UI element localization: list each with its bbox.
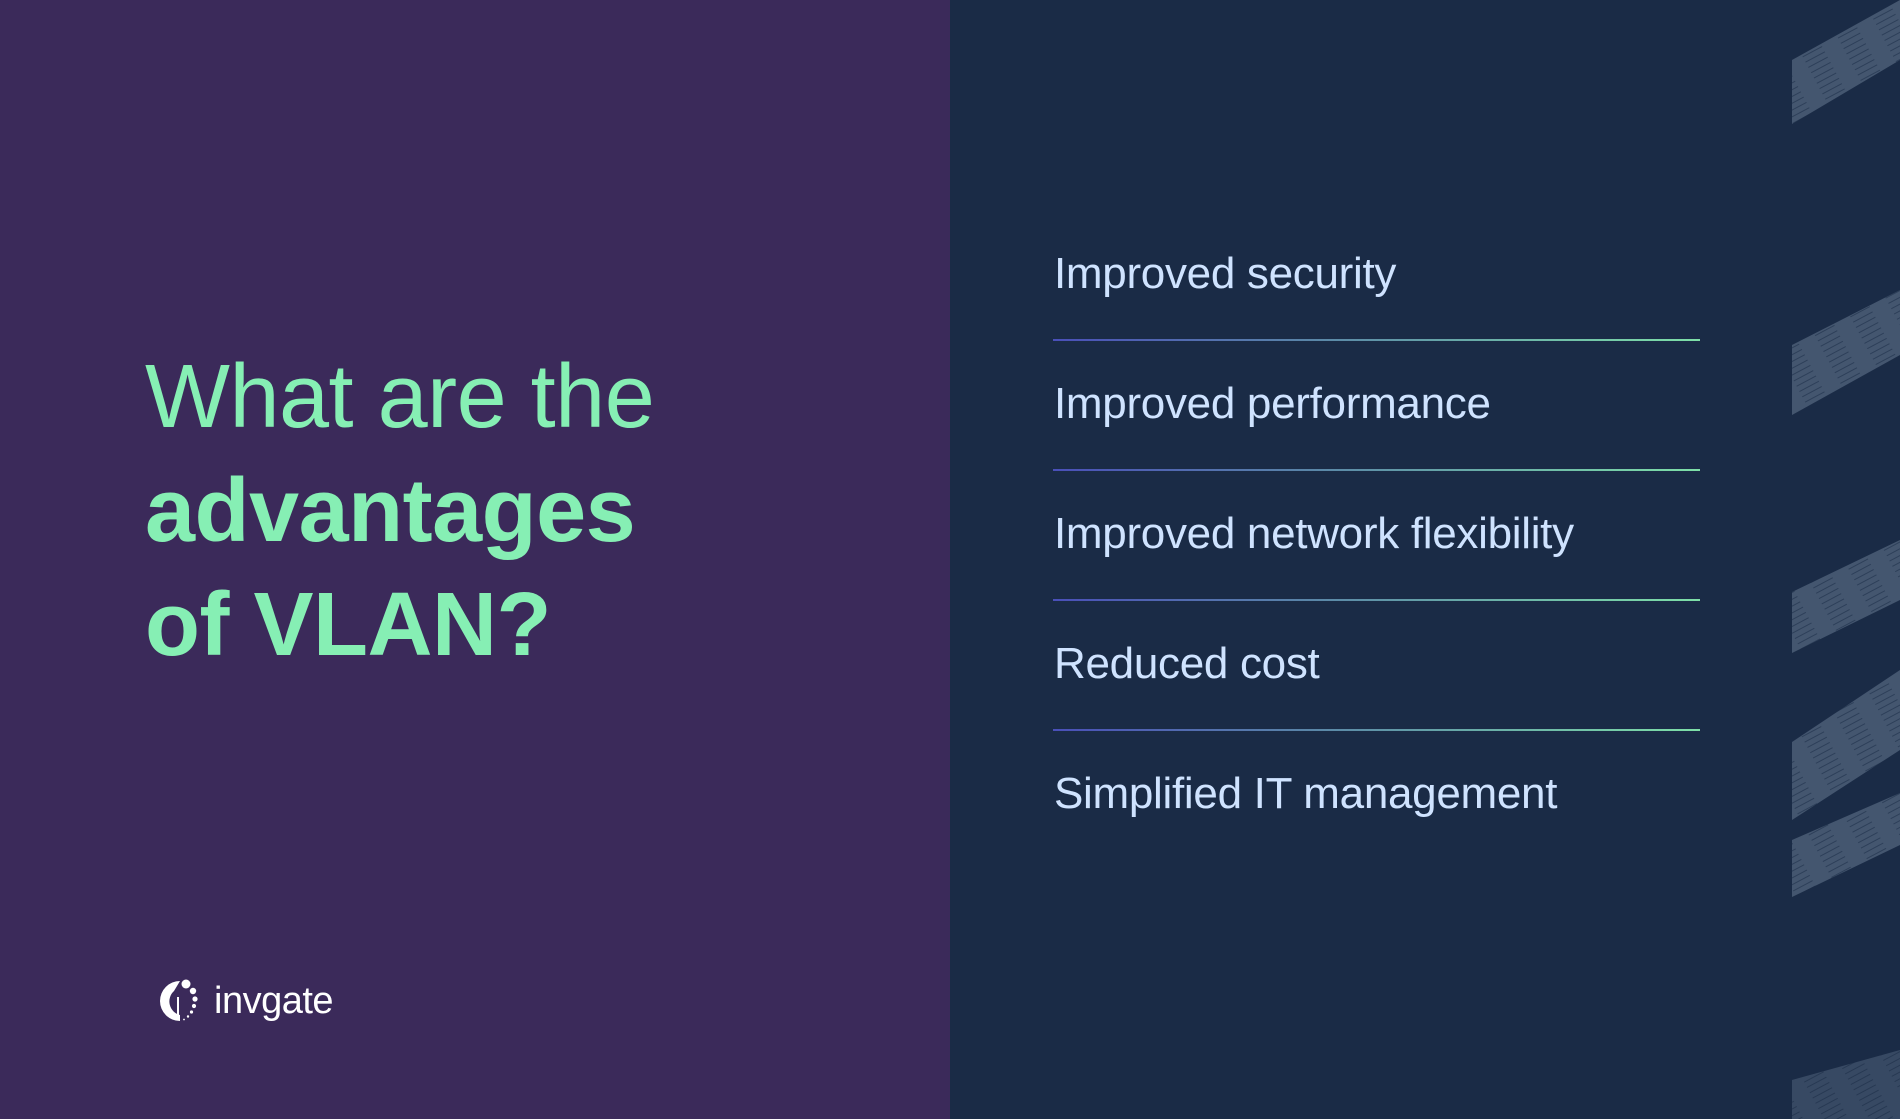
brush-strokes-icon [1792, 0, 1900, 1119]
advantage-label: Improved security [1054, 249, 1397, 298]
advantage-label: Simplified IT management [1054, 769, 1558, 818]
list-item: Reduced cost [1053, 600, 1700, 731]
brand-name: invgate [214, 980, 334, 1022]
title-line-2: advantages [145, 461, 636, 561]
brand-logo: invgate [160, 978, 334, 1024]
page-title: What are the advantages of VLAN? [145, 340, 655, 682]
advantages-list: Improved security Improved performance I… [1053, 210, 1700, 860]
divider [1053, 599, 1700, 601]
title-line-3: of VLAN? [145, 575, 551, 675]
divider [1053, 339, 1700, 341]
title-line-1: What are the [145, 347, 655, 447]
advantage-label: Improved network flexibility [1054, 509, 1574, 558]
list-item: Improved performance [1053, 340, 1700, 471]
list-item: Simplified IT management [1053, 730, 1700, 860]
divider [1053, 729, 1700, 731]
right-panel [950, 0, 1900, 1119]
divider [1053, 469, 1700, 471]
left-panel: What are the advantages of VLAN? invgate [0, 0, 950, 1119]
list-item: Improved security [1053, 210, 1700, 341]
advantage-label: Improved performance [1054, 379, 1491, 428]
brush-stroke-decoration [1790, 0, 1900, 1119]
advantage-label: Reduced cost [1054, 639, 1320, 688]
list-item: Improved network flexibility [1053, 470, 1700, 601]
invgate-logo-icon [160, 979, 198, 1021]
